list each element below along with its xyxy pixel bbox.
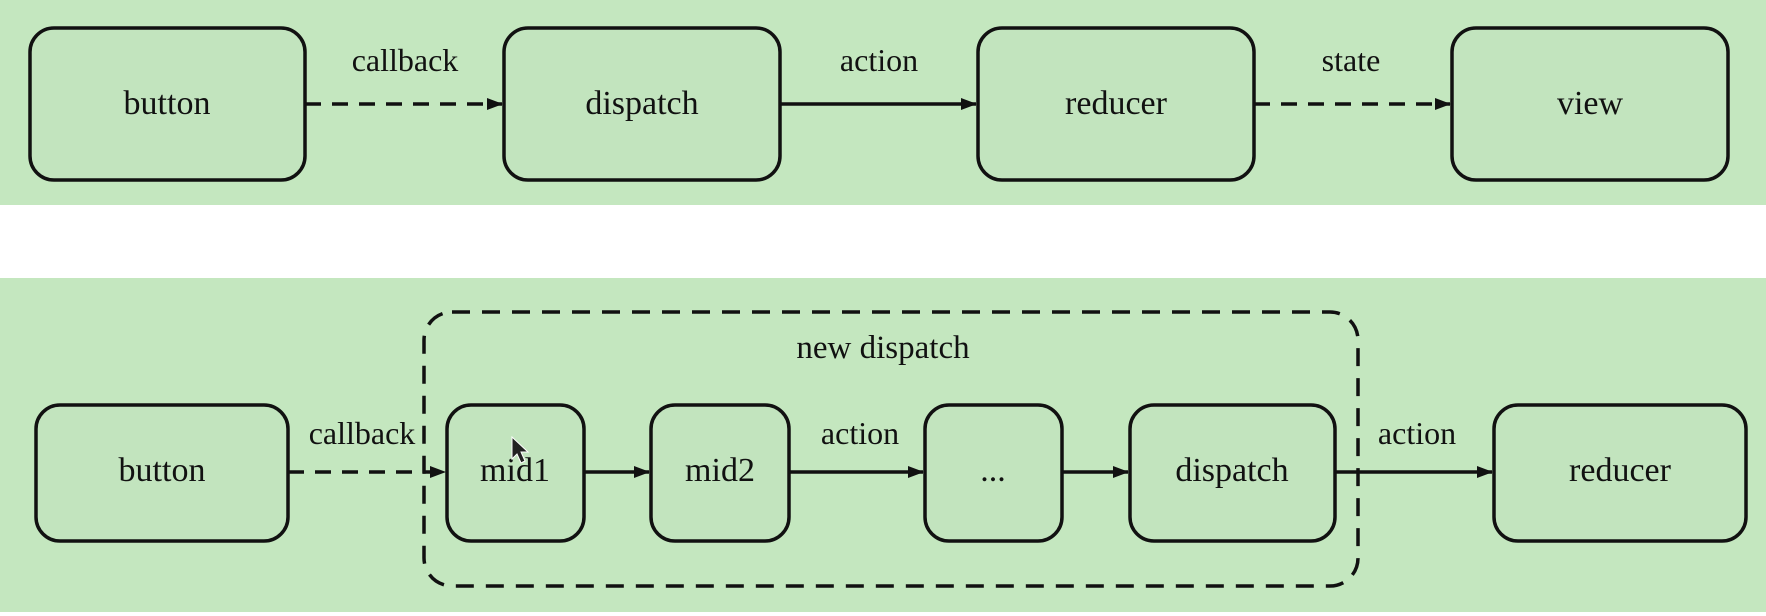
bottom-reducer-node: reducer <box>1492 403 1748 543</box>
top-dispatch-node: dispatch <box>502 26 782 182</box>
bottom-button-node: button <box>34 403 290 543</box>
top-dispatch-label: dispatch <box>585 85 698 122</box>
top-reducer-label: reducer <box>1065 85 1168 122</box>
top-callback-label: callback <box>352 42 459 78</box>
bottom-flow: new dispatch button mid1 mid2 ... dispat… <box>34 310 1748 588</box>
ellipsis-node: ... <box>923 403 1064 543</box>
mid2-node: mid2 <box>649 403 791 543</box>
new-dispatch-group <box>422 310 1360 588</box>
top-action-label: action <box>840 42 918 78</box>
bottom-outer-action-label: action <box>1378 415 1456 451</box>
top-flow: button dispatch reducer view callback ac… <box>28 26 1730 182</box>
top-state-label: state <box>1322 42 1381 78</box>
top-button-label: button <box>124 85 211 122</box>
new-dispatch-label: new dispatch <box>796 330 970 366</box>
bottom-diagram-panel <box>0 278 1766 612</box>
bottom-dispatch-node: dispatch <box>1128 403 1337 543</box>
bottom-callback-label: callback <box>309 415 416 451</box>
top-reducer-node: reducer <box>976 26 1256 182</box>
bottom-dispatch-label: dispatch <box>1175 452 1288 489</box>
bottom-button-label: button <box>119 452 206 489</box>
mid2-label: mid2 <box>685 452 755 489</box>
top-view-node: view <box>1450 26 1730 182</box>
bottom-reducer-label: reducer <box>1569 452 1672 489</box>
mid1-node: mid1 <box>445 403 586 543</box>
mid1-label: mid1 <box>480 452 550 489</box>
mouse-pointer-icon <box>511 435 530 464</box>
top-view-label: view <box>1557 85 1624 122</box>
bottom-inner-action-label: action <box>821 415 899 451</box>
ellipsis-label: ... <box>980 452 1006 489</box>
top-button-node: button <box>28 26 307 182</box>
